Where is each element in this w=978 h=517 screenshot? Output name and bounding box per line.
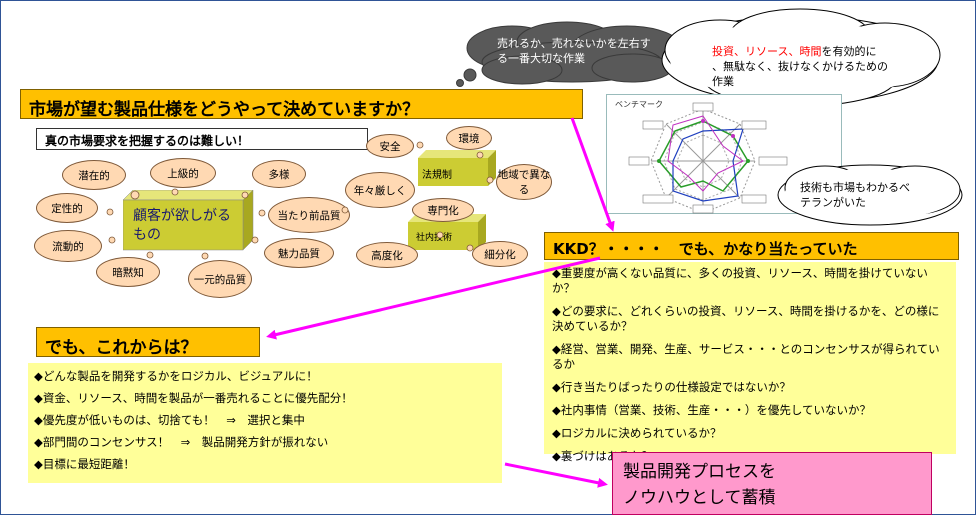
- future-item: ◆部門間のコンセンサス！ ⇒ 製品開発方針が振れない: [34, 435, 329, 449]
- arrow-to-kkd: [570, 117, 615, 232]
- need-bubble: 地域で異なる: [496, 164, 552, 200]
- kkd-item: ◆経営、営業、開発、生産、サービス・・・とのコンセンサスが得られているか: [552, 342, 940, 371]
- knowhow-line1: 製品開発プロセスを: [623, 462, 776, 482]
- main-question-title: 市場が望む製品仕様をどうやって決めていますか？: [20, 89, 583, 120]
- radar-chart: [628, 102, 788, 214]
- future-list-box: ◆どんな製品を開発するかをロジカル、ビジュアルに！ ◆資金、リソース、時間を製品…: [28, 363, 502, 483]
- need-bubble: 潜在的: [62, 160, 126, 190]
- white-cloud-text: 投資、リソース、時間を有効的に 、無駄なく、抜けなくかけるための 作業: [712, 44, 922, 89]
- kkd-item: ◆ロジカルに決められているか？: [552, 426, 722, 440]
- future-item: ◆どんな製品を開発するかをロジカル、ビジュアルに！: [34, 369, 318, 383]
- dark-cloud-text: 売れるか、売れないかを左右す る一番大切な作業: [497, 37, 651, 65]
- need-bubble: 年々厳しく: [345, 172, 415, 208]
- arrow-to-future: [266, 256, 601, 340]
- resources-red-text: 投資、リソース、時間: [712, 45, 822, 58]
- kkd-list-box: ◆重要度が高くない品質に、多くの投資、リソース、時間を掛けていないか？ ◆どの要…: [544, 262, 956, 463]
- need-bubble: 流動的: [34, 230, 102, 262]
- need-bubble: 専門化: [412, 198, 474, 222]
- white-cloud: [661, 8, 941, 107]
- need-bubble: 上級的: [150, 158, 216, 188]
- future-item: ◆資金、リソース、時間を製品が一番売れることに優先配分！: [34, 391, 353, 405]
- kkd-item: ◆重要度が高くない品質に、多くの投資、リソース、時間を掛けていないか？: [552, 266, 928, 295]
- need-bubble: 環境: [446, 126, 492, 150]
- need-bubble: 魅力品質: [264, 238, 334, 268]
- future-item: ◆優先度が低いものは、切捨ても！ ⇒ 選択と集中: [34, 413, 305, 427]
- knowhow-box: 製品開発プロセスを ノウハウとして蓄積: [612, 452, 932, 515]
- need-bubble: 多様: [252, 160, 306, 188]
- customer-box-label: 顧客が欲しがるもの: [133, 208, 231, 243]
- customer-box-3d: [123, 190, 254, 251]
- need-bubble: 一元的品質: [188, 260, 252, 298]
- kkd-item: ◆社内事情（営業、技術、生産・・・）を優先していないか？: [552, 403, 871, 417]
- need-bubble: 当たり前品質: [268, 197, 350, 233]
- law-box-3d: [418, 150, 496, 186]
- arrow-to-knowhow: [504, 462, 608, 488]
- need-bubble: 高度化: [356, 242, 418, 268]
- radar-title: ベンチマーク: [615, 100, 663, 109]
- internal-tech-label: 社内技術: [416, 233, 453, 243]
- subtitle-box: 真の市場要求を把握するのは難しい！: [36, 128, 368, 150]
- need-bubble: 細分化: [472, 241, 528, 267]
- knowhow-line2: ノウハウとして蓄積: [623, 488, 776, 508]
- need-bubble: 暗黙知: [96, 257, 160, 287]
- kkd-title: KKD？・・・・ でも、かなり当たっていた: [544, 232, 959, 260]
- need-bubble: 安全: [366, 134, 414, 158]
- future-item: ◆目標に最短距離！: [34, 457, 135, 471]
- resources-rest-text: を有効的に 、無駄なく、抜けなくかけるための 作業: [712, 45, 888, 88]
- kkd-item: ◆どの要求に、どれくらいの投資、リソース、時間を掛けるかを、どの様に決めているか…: [552, 304, 940, 333]
- kkd-item: ◆行き当たりばったりの仕様設定ではないか？: [552, 380, 791, 394]
- need-bubble: 定性的: [36, 193, 98, 223]
- veteran-cloud-text: 技術も市場もわかるべ テランがいた: [800, 181, 910, 209]
- future-title: でも、これからは？: [36, 327, 260, 358]
- veteran-cloud: [777, 164, 963, 226]
- law-label: 法規制: [422, 170, 452, 181]
